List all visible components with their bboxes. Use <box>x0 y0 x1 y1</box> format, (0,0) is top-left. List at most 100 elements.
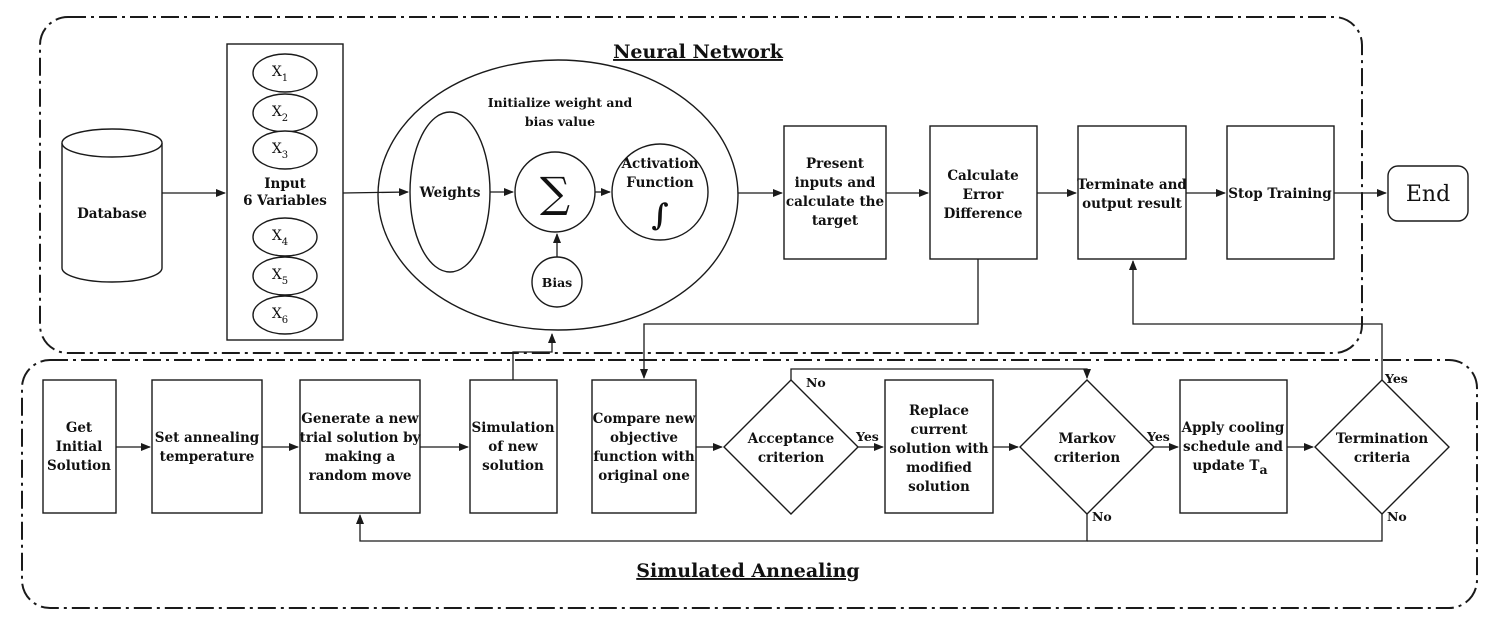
generate-solution-label: Generate a new trial solution by making … <box>300 411 422 484</box>
sa-connectors <box>116 259 1383 542</box>
terminate-output-label: Terminate and output result <box>1077 177 1187 212</box>
activation-function-node <box>611 143 709 241</box>
svg-text:Compare new: Compare new <box>593 411 696 427</box>
input-variable-label: X5 <box>272 267 288 287</box>
get-initial-solution-label: Get Initial Solution <box>47 420 111 474</box>
set-temperature-box <box>151 379 263 514</box>
neural-network-title: Neural Network <box>613 41 784 63</box>
get-initial-solution-box <box>42 379 117 514</box>
svg-text:bias value: bias value <box>525 114 595 129</box>
weights-label: Weights <box>419 185 481 201</box>
replace-solution-label: Replace current solution with modified s… <box>889 403 988 495</box>
termination-criteria-diamond <box>1314 379 1450 515</box>
svg-text:Initial: Initial <box>56 439 103 455</box>
termination-no-label: No <box>1387 509 1407 524</box>
svg-text:objective: objective <box>610 430 678 446</box>
database-cylinder: Database <box>61 128 163 283</box>
svg-text:Get: Get <box>66 420 93 436</box>
end-label: End <box>1406 182 1450 207</box>
error-difference-label: Calculate Error Difference <box>944 168 1023 222</box>
svg-text:solution: solution <box>908 479 970 495</box>
svg-text:random move: random move <box>309 468 412 484</box>
svg-text:update Ta: update Ta <box>1192 458 1267 477</box>
input-variable-x5 <box>252 256 318 296</box>
database-label: Database <box>77 206 147 222</box>
acceptance-criterion-label: Acceptance criterion <box>747 431 835 466</box>
input-variable-x3 <box>252 130 318 170</box>
svg-text:Initialize weight and: Initialize weight and <box>488 95 633 110</box>
markov-criterion-diamond <box>1019 379 1155 515</box>
svg-text:solution: solution <box>482 458 544 474</box>
svg-text:modified: modified <box>906 460 972 476</box>
svg-text:criteria: criteria <box>1354 450 1411 466</box>
svg-text:Input: Input <box>264 176 306 192</box>
markov-criterion-label: Markov criterion <box>1054 431 1121 466</box>
initialize-label: Initialize weight and bias value <box>488 95 633 129</box>
stop-training-box <box>1226 125 1335 260</box>
svg-text:Calculate: Calculate <box>947 168 1018 184</box>
svg-text:Replace: Replace <box>909 403 969 419</box>
svg-text:Difference: Difference <box>944 206 1023 222</box>
svg-text:criterion: criterion <box>758 450 825 466</box>
input-variable-x1 <box>252 53 318 93</box>
svg-text:function with: function with <box>593 449 695 465</box>
integral-symbol: ∫ <box>651 198 668 233</box>
replace-solution-box <box>884 379 994 514</box>
svg-text:Markov: Markov <box>1058 431 1116 447</box>
termination-yes-label: Yes <box>1384 371 1408 386</box>
input-variable-x6 <box>252 295 318 335</box>
bias-label: Bias <box>542 275 572 290</box>
markov-no-label: No <box>1092 509 1112 524</box>
cooling-schedule-label: Apply cooling schedule and update Ta <box>1181 420 1285 477</box>
present-inputs-label: Present inputs and calculate the target <box>786 156 884 229</box>
error-difference-box <box>929 125 1038 260</box>
svg-text:original one: original one <box>598 468 690 484</box>
simulated-annealing-section <box>21 359 1478 609</box>
svg-text:Generate a new: Generate a new <box>301 411 419 427</box>
compare-objective-label: Compare new objective function with orig… <box>593 411 696 484</box>
svg-text:of new: of new <box>488 439 538 455</box>
input-label: Input 6 Variables <box>243 176 327 209</box>
svg-text:Acceptance: Acceptance <box>747 431 835 447</box>
simulation-label: Simulation of new solution <box>471 420 554 474</box>
svg-text:Solution: Solution <box>47 458 111 474</box>
generate-solution-box <box>299 379 421 514</box>
activation-label: Activation Function <box>621 156 699 191</box>
present-inputs-box <box>783 125 887 260</box>
svg-text:Terminate and: Terminate and <box>1077 177 1187 193</box>
svg-text:making a: making a <box>325 449 395 465</box>
nn-connectors <box>162 188 1387 257</box>
svg-text:Error: Error <box>963 187 1005 203</box>
neural-network-section <box>39 16 1363 354</box>
simulated-annealing-title: Simulated Annealing <box>636 560 859 582</box>
svg-text:target: target <box>812 213 859 229</box>
svg-text:Apply cooling: Apply cooling <box>1181 420 1285 436</box>
simulation-box <box>469 379 558 514</box>
svg-text:output result: output result <box>1082 196 1182 212</box>
input-variable-x4 <box>252 217 318 257</box>
svg-text:Termination: Termination <box>1336 431 1429 447</box>
svg-text:solution with: solution with <box>889 441 988 457</box>
svg-text:Function: Function <box>626 175 694 191</box>
markov-yes-label: Yes <box>1146 429 1170 444</box>
svg-text:inputs and: inputs and <box>795 175 876 191</box>
termination-criteria-label: Termination criteria <box>1336 431 1429 466</box>
svg-text:Simulation: Simulation <box>471 420 554 436</box>
cooling-schedule-box <box>1179 379 1288 514</box>
input-variable-label: X1 <box>272 64 288 84</box>
input-variable-label: X6 <box>272 306 288 326</box>
input-variable-label: X2 <box>272 104 288 124</box>
svg-text:temperature: temperature <box>160 449 255 465</box>
input-variable-label: X4 <box>272 228 288 248</box>
acceptance-no-label: No <box>806 375 826 390</box>
svg-text:Activation: Activation <box>621 156 699 172</box>
acceptance-criterion-diamond <box>723 379 859 515</box>
stop-training-label: Stop Training <box>1228 186 1332 202</box>
svg-text:current: current <box>911 422 969 438</box>
svg-text:Present: Present <box>806 156 865 172</box>
set-temperature-label: Set annealing temperature <box>155 430 260 465</box>
input-variable-label: X3 <box>272 141 288 161</box>
